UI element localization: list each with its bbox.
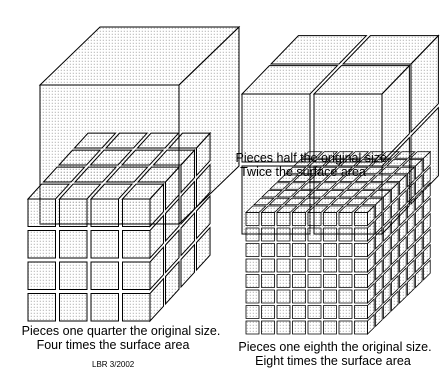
caption-half-line1: Pieces half the original size. — [228, 151, 398, 165]
caption-quarter-line1: Pieces one quarter the original size. — [8, 324, 234, 338]
credit-label: LBR 3/2002 — [92, 360, 134, 369]
caption-eighth-line1: Pieces one eighth the original size. — [228, 340, 442, 354]
caption-quarter-line2: Four times the surface area — [8, 338, 218, 352]
caption-eighth-line2: Eight times the surface area — [228, 354, 438, 368]
caption-half-line2: Twice the surface area — [228, 165, 378, 179]
